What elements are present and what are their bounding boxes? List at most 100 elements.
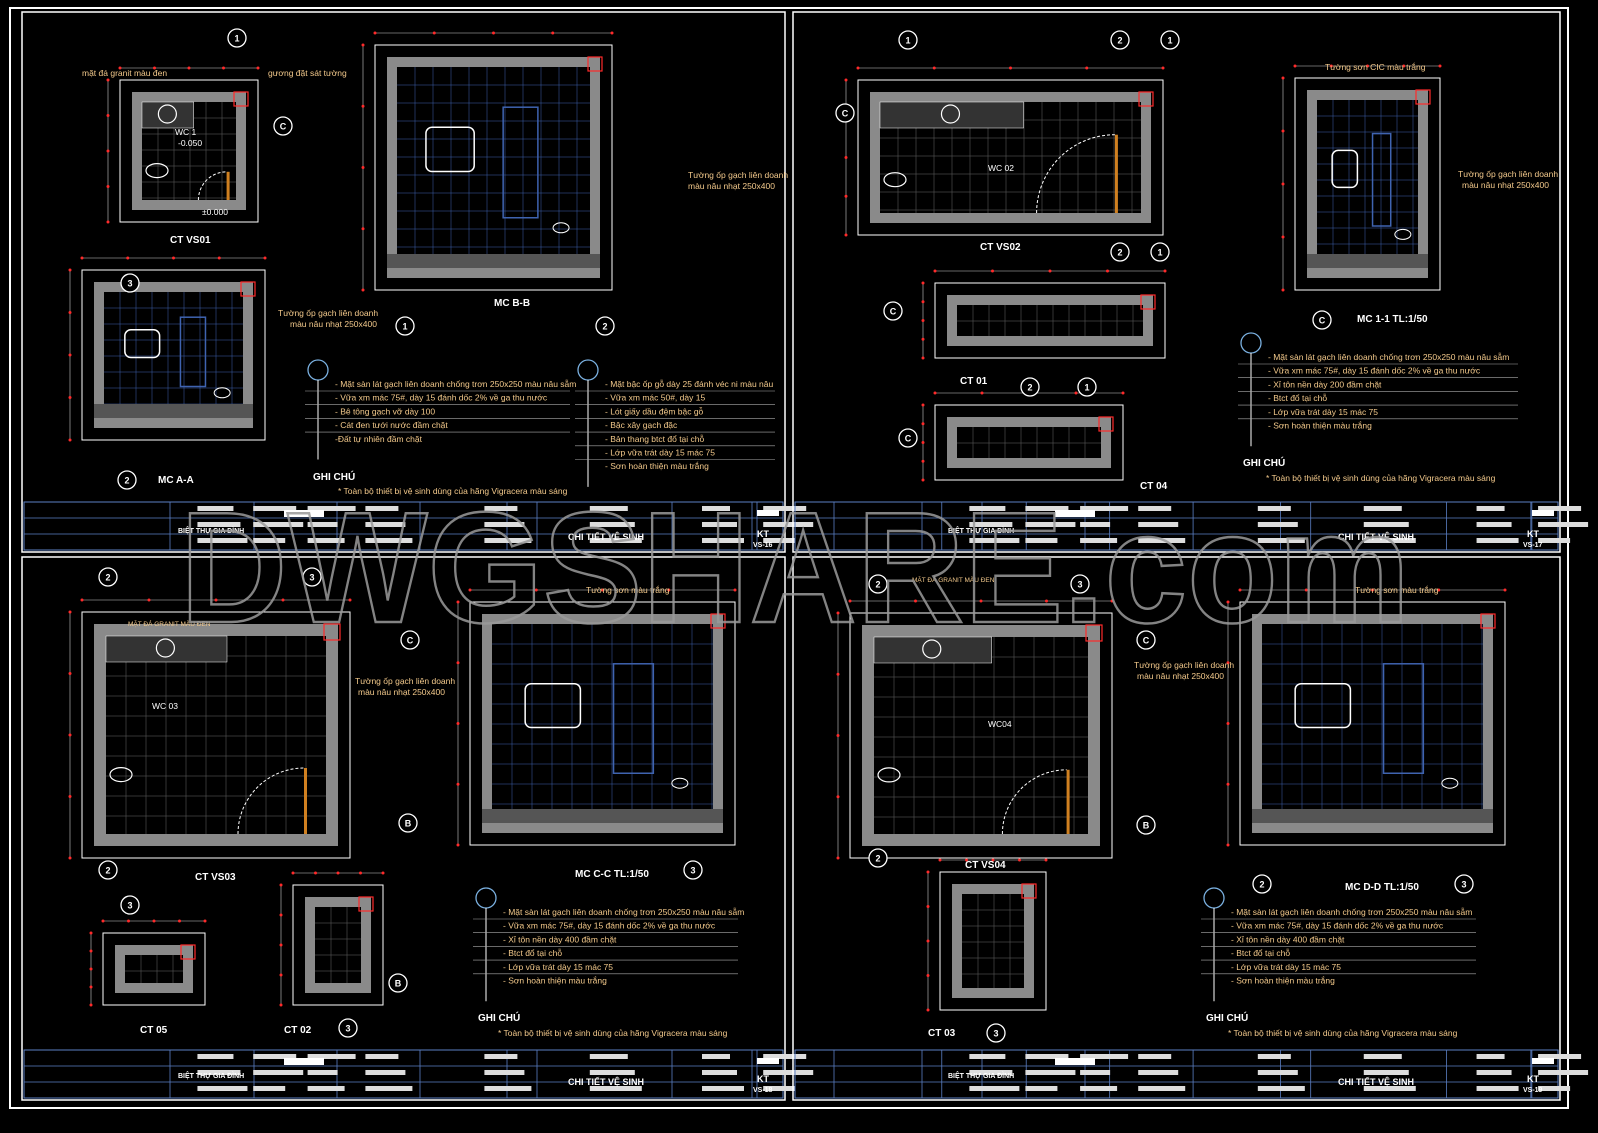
grid-bubble-label: 1 <box>905 36 910 46</box>
wall <box>590 57 600 278</box>
wall <box>862 625 1100 637</box>
grid-bubble: 2 <box>1252 874 1272 894</box>
wall <box>713 614 723 833</box>
title-block-fill <box>1476 1086 1519 1091</box>
wall <box>387 57 397 278</box>
note-item: - Mặt sàn lát gạch liên doanh chống trơn… <box>1268 352 1509 362</box>
title-block-fill <box>484 506 518 511</box>
annotation-granite: MẶT ĐÁ GRANIT MÀU ĐEN <box>128 619 211 628</box>
title-block-fill <box>484 522 525 527</box>
note-item: - Sơn hoàn thiện màu trắng <box>605 461 709 471</box>
grid-bubble: 2 <box>98 567 118 587</box>
dimension-tick <box>361 288 365 292</box>
dimension-tick <box>279 913 283 917</box>
grid-bubble-circle <box>98 567 118 587</box>
grid-bubble-circle <box>835 103 855 123</box>
grid-bubble-label: 1 <box>402 322 407 332</box>
title-block-fill <box>307 1086 345 1091</box>
note-item: - Lớp vữa trát dày 15 mác 75 <box>503 962 613 972</box>
title-block-fill <box>763 538 796 543</box>
dimension-tick <box>1503 588 1507 592</box>
dimension-tick <box>492 31 495 35</box>
notes-heading: GHI CHÚ <box>313 470 355 483</box>
title-block-fill <box>1476 538 1519 543</box>
dimension-tick <box>921 281 925 285</box>
dimension-tick <box>1226 722 1230 725</box>
room-label: WC04 <box>988 719 1012 729</box>
wall <box>1252 614 1493 624</box>
title-block-fill <box>589 522 635 527</box>
tb-project: BIỆT THỰ GIA ĐÌNH <box>948 526 1014 535</box>
wall <box>1483 614 1493 833</box>
wall <box>305 983 371 993</box>
level-label: -0.050 <box>178 138 202 148</box>
title-block-fill <box>702 506 730 511</box>
dimension-tick <box>991 269 994 273</box>
column-marker <box>323 623 341 641</box>
grid-bubble: 3 <box>338 1018 358 1038</box>
dimension-tick <box>1281 182 1285 186</box>
title-block-fill <box>1257 1054 1291 1059</box>
dimension-tick <box>856 66 860 70</box>
dimension-tick <box>921 441 925 444</box>
note-item: - Lót giấy dầu đệm bậc gỗ <box>605 406 704 416</box>
grid-bubble-circle <box>388 973 408 993</box>
title-block-fill <box>1257 1070 1298 1075</box>
grid-bubble-label: 2 <box>1027 383 1032 393</box>
title-block-fill <box>589 1070 635 1075</box>
dimension-tick <box>89 967 93 971</box>
dimension-tick <box>68 353 72 357</box>
grid-bubble-circle <box>117 470 137 490</box>
column-marker <box>233 91 249 107</box>
wall <box>1024 884 1034 998</box>
dimension-tick <box>456 843 460 847</box>
dimension-tick <box>187 66 191 70</box>
dimension-tick <box>68 268 72 272</box>
wall <box>132 92 142 210</box>
grid-bubble-label: 2 <box>105 866 110 876</box>
detail-frame <box>1239 601 1506 846</box>
door-leaf <box>304 768 307 834</box>
dimension-tick <box>921 422 925 426</box>
sheet-frame <box>792 556 1561 1101</box>
toilet <box>145 163 169 179</box>
wall <box>1143 295 1153 346</box>
granite-counter <box>105 635 228 663</box>
note-item: - Lớp vữa trát dày 15 mác 75 <box>1268 407 1378 417</box>
dimension-tick <box>373 31 377 35</box>
title-block-fill <box>1080 538 1118 543</box>
note-item: - Vữa xm mác 75#, dày 15 đánh dốc 2% về … <box>1268 366 1481 376</box>
dimension-tick <box>89 949 93 953</box>
grid-bubble: 3 <box>1070 574 1090 594</box>
dimension-tick <box>456 661 460 665</box>
grid-bubble-label: B <box>405 819 412 829</box>
wall <box>947 458 1111 468</box>
grid-bubble-label: 2 <box>602 322 607 332</box>
wall <box>1252 823 1493 833</box>
title-block-fill <box>1257 506 1291 511</box>
toilet <box>109 766 133 783</box>
wall <box>387 268 600 278</box>
wall <box>326 624 338 846</box>
dimension-tick <box>1044 858 1048 862</box>
dimension-tick <box>1226 661 1230 665</box>
dimension-tick <box>1163 269 1167 273</box>
title-block-fill <box>1476 1054 1505 1059</box>
grid-bubble-label: 1 <box>234 34 239 44</box>
grid-bubble: 3 <box>986 1023 1006 1043</box>
note-item: - Bậc xây gạch đặc <box>605 420 678 430</box>
title-block-fill <box>589 1086 642 1091</box>
mirror <box>1294 682 1352 729</box>
dimension-tick <box>68 795 72 798</box>
dimension-tick <box>80 256 84 260</box>
dimension-tick <box>263 256 267 260</box>
tb-code: KT <box>1527 1074 1539 1084</box>
title-block <box>23 1049 1086 1099</box>
toilet <box>671 777 689 789</box>
annotation-paint: Tường sơn CIC màu trắng <box>1325 62 1426 72</box>
note-item: - Vữa xm mác 75#, dày 15 đánh dốc 2% về … <box>1231 921 1444 931</box>
title-block-fill <box>1138 1086 1186 1091</box>
title-block-fill <box>1080 1086 1118 1091</box>
dimension-tick <box>1009 66 1012 70</box>
note-item: - Vữa xm mác 50#, dày 15 <box>605 393 705 403</box>
